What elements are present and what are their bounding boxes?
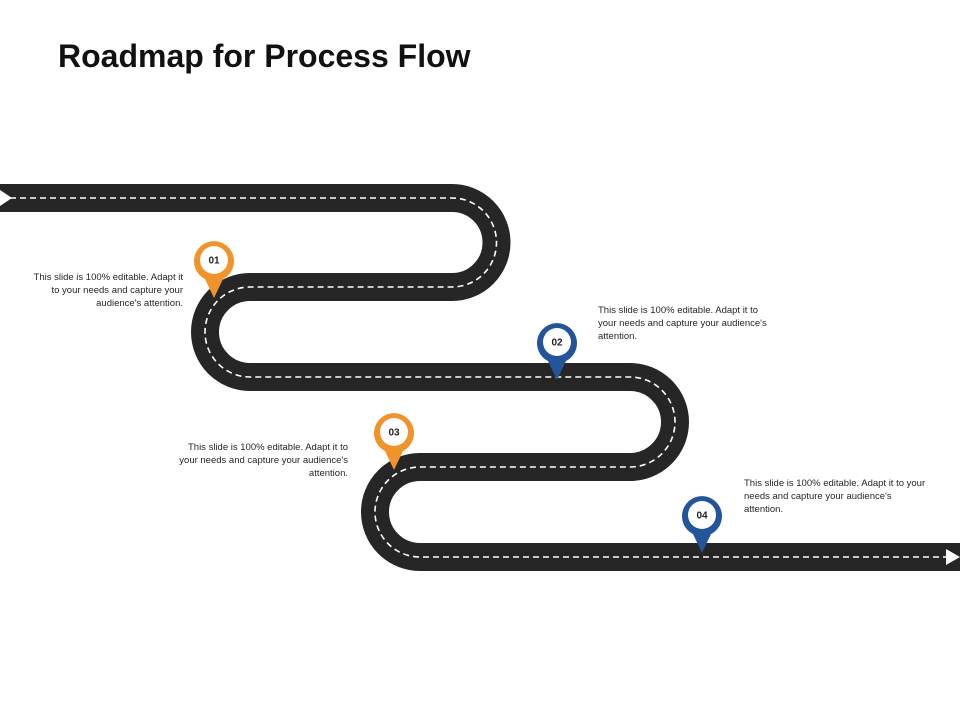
milestone-02-description: This slide is 100% editable. Adapt it to… [598,305,767,342]
milestone-number: 03 [388,428,400,439]
page-title: Roadmap for Process Flow [58,38,471,74]
road-start-arrow-icon [0,190,12,206]
pin-inner-circle [200,246,228,274]
road-lane-marking [0,197,948,558]
pin-inner-circle [543,328,571,356]
milestone-pin-04[interactable]: 04 [682,496,722,553]
pin-inner-circle [380,418,408,446]
milestone-number: 02 [551,338,563,349]
pin-inner-circle [688,501,716,529]
milestone-number: 01 [208,256,220,267]
road-end-arrow-icon [946,549,960,565]
milestone-pin-03[interactable]: 03 [374,413,414,470]
milestone-number: 04 [696,511,708,522]
milestone-01-description: This slide is 100% editable. Adapt it to… [33,272,183,309]
milestone-04-description: This slide is 100% editable. Adapt it to… [744,478,926,515]
milestone-03-description: This slide is 100% editable. Adapt it to… [179,442,348,479]
milestone-pin-02[interactable]: 02 [537,323,577,380]
milestone-pin-01[interactable]: 01 [194,241,234,298]
